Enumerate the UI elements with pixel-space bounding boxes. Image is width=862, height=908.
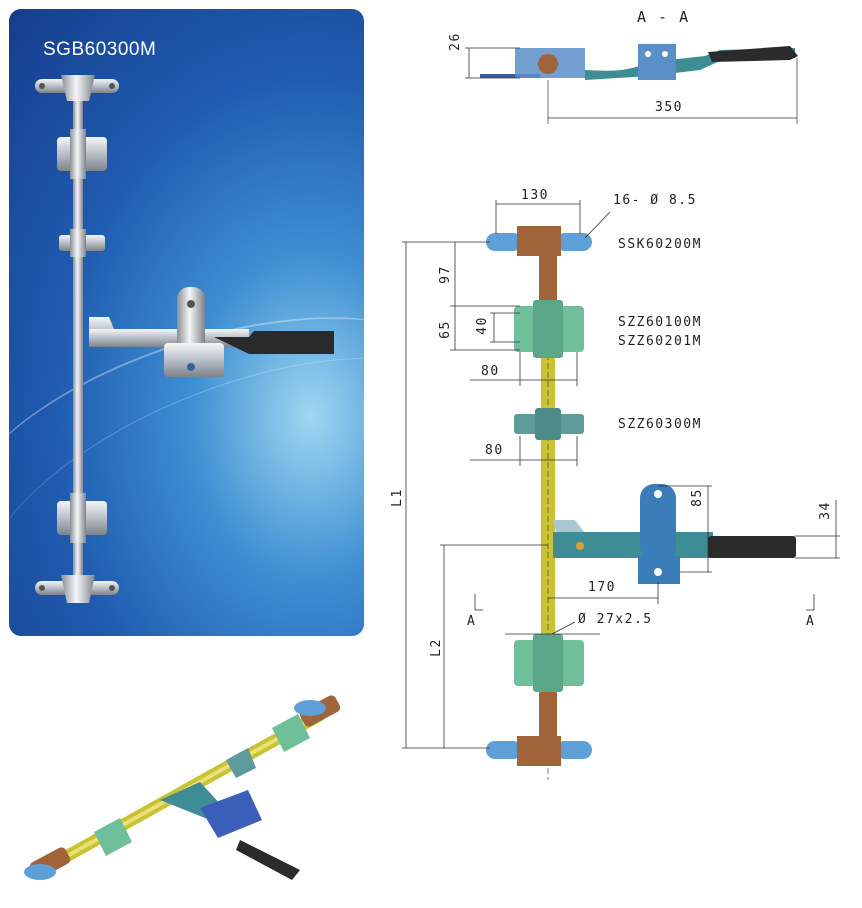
top-keeper <box>35 75 119 101</box>
model-label: SGB60300M <box>43 39 157 60</box>
rubber-grip <box>214 331 334 354</box>
bottom-keeper <box>35 575 119 603</box>
part-szz60201m: SZZ60201M <box>618 334 702 349</box>
dimension-lines <box>402 200 840 749</box>
szz60300m-bracket <box>514 408 584 440</box>
dim-section-length: 350 <box>655 100 683 115</box>
handle-assembly <box>89 287 334 377</box>
dim-170: 170 <box>588 580 616 595</box>
dim-L1: L1 <box>389 488 405 507</box>
dim-80-upper: 80 <box>481 364 500 379</box>
dim-85: 85 <box>689 488 705 507</box>
part-ssk60200m: SSK60200M <box>618 237 702 252</box>
holes-label: 16- Ø 8.5 <box>613 193 697 208</box>
top-keeper-drawing <box>486 226 592 256</box>
dim-34: 34 <box>817 501 833 520</box>
lower-bracket <box>57 493 107 543</box>
upper-bracket <box>57 129 107 179</box>
part-szz60300m: SZZ60300M <box>618 417 702 432</box>
dim-section-height: 26 <box>447 32 463 51</box>
part-szz60100m: SZZ60100M <box>618 315 702 330</box>
bottom-keeper-drawing <box>486 736 592 766</box>
dim-L2: L2 <box>428 638 444 657</box>
section-cut-right: A <box>806 614 816 629</box>
chrome-rod <box>73 79 83 594</box>
dim-80-lower: 80 <box>485 443 504 458</box>
dim-pipe: Ø 27x2.5 <box>578 612 653 627</box>
isometric-view <box>24 695 341 880</box>
dim-40: 40 <box>474 316 490 335</box>
szz60100m-bracket <box>514 300 584 358</box>
product-photo-panel: SGB60300M <box>9 9 364 636</box>
section-title: A - A <box>637 8 690 26</box>
section-cut-left: A <box>467 614 477 629</box>
lower-bracket-drawing <box>514 634 584 692</box>
dim-width-130: 130 <box>521 188 549 203</box>
section-a-a-view <box>465 44 798 124</box>
dim-65: 65 <box>437 320 453 339</box>
lock-rod-photo <box>35 75 334 603</box>
middle-bracket <box>59 229 105 257</box>
handle-drawing <box>553 484 796 584</box>
dim-97: 97 <box>437 265 453 284</box>
front-view <box>402 200 840 780</box>
